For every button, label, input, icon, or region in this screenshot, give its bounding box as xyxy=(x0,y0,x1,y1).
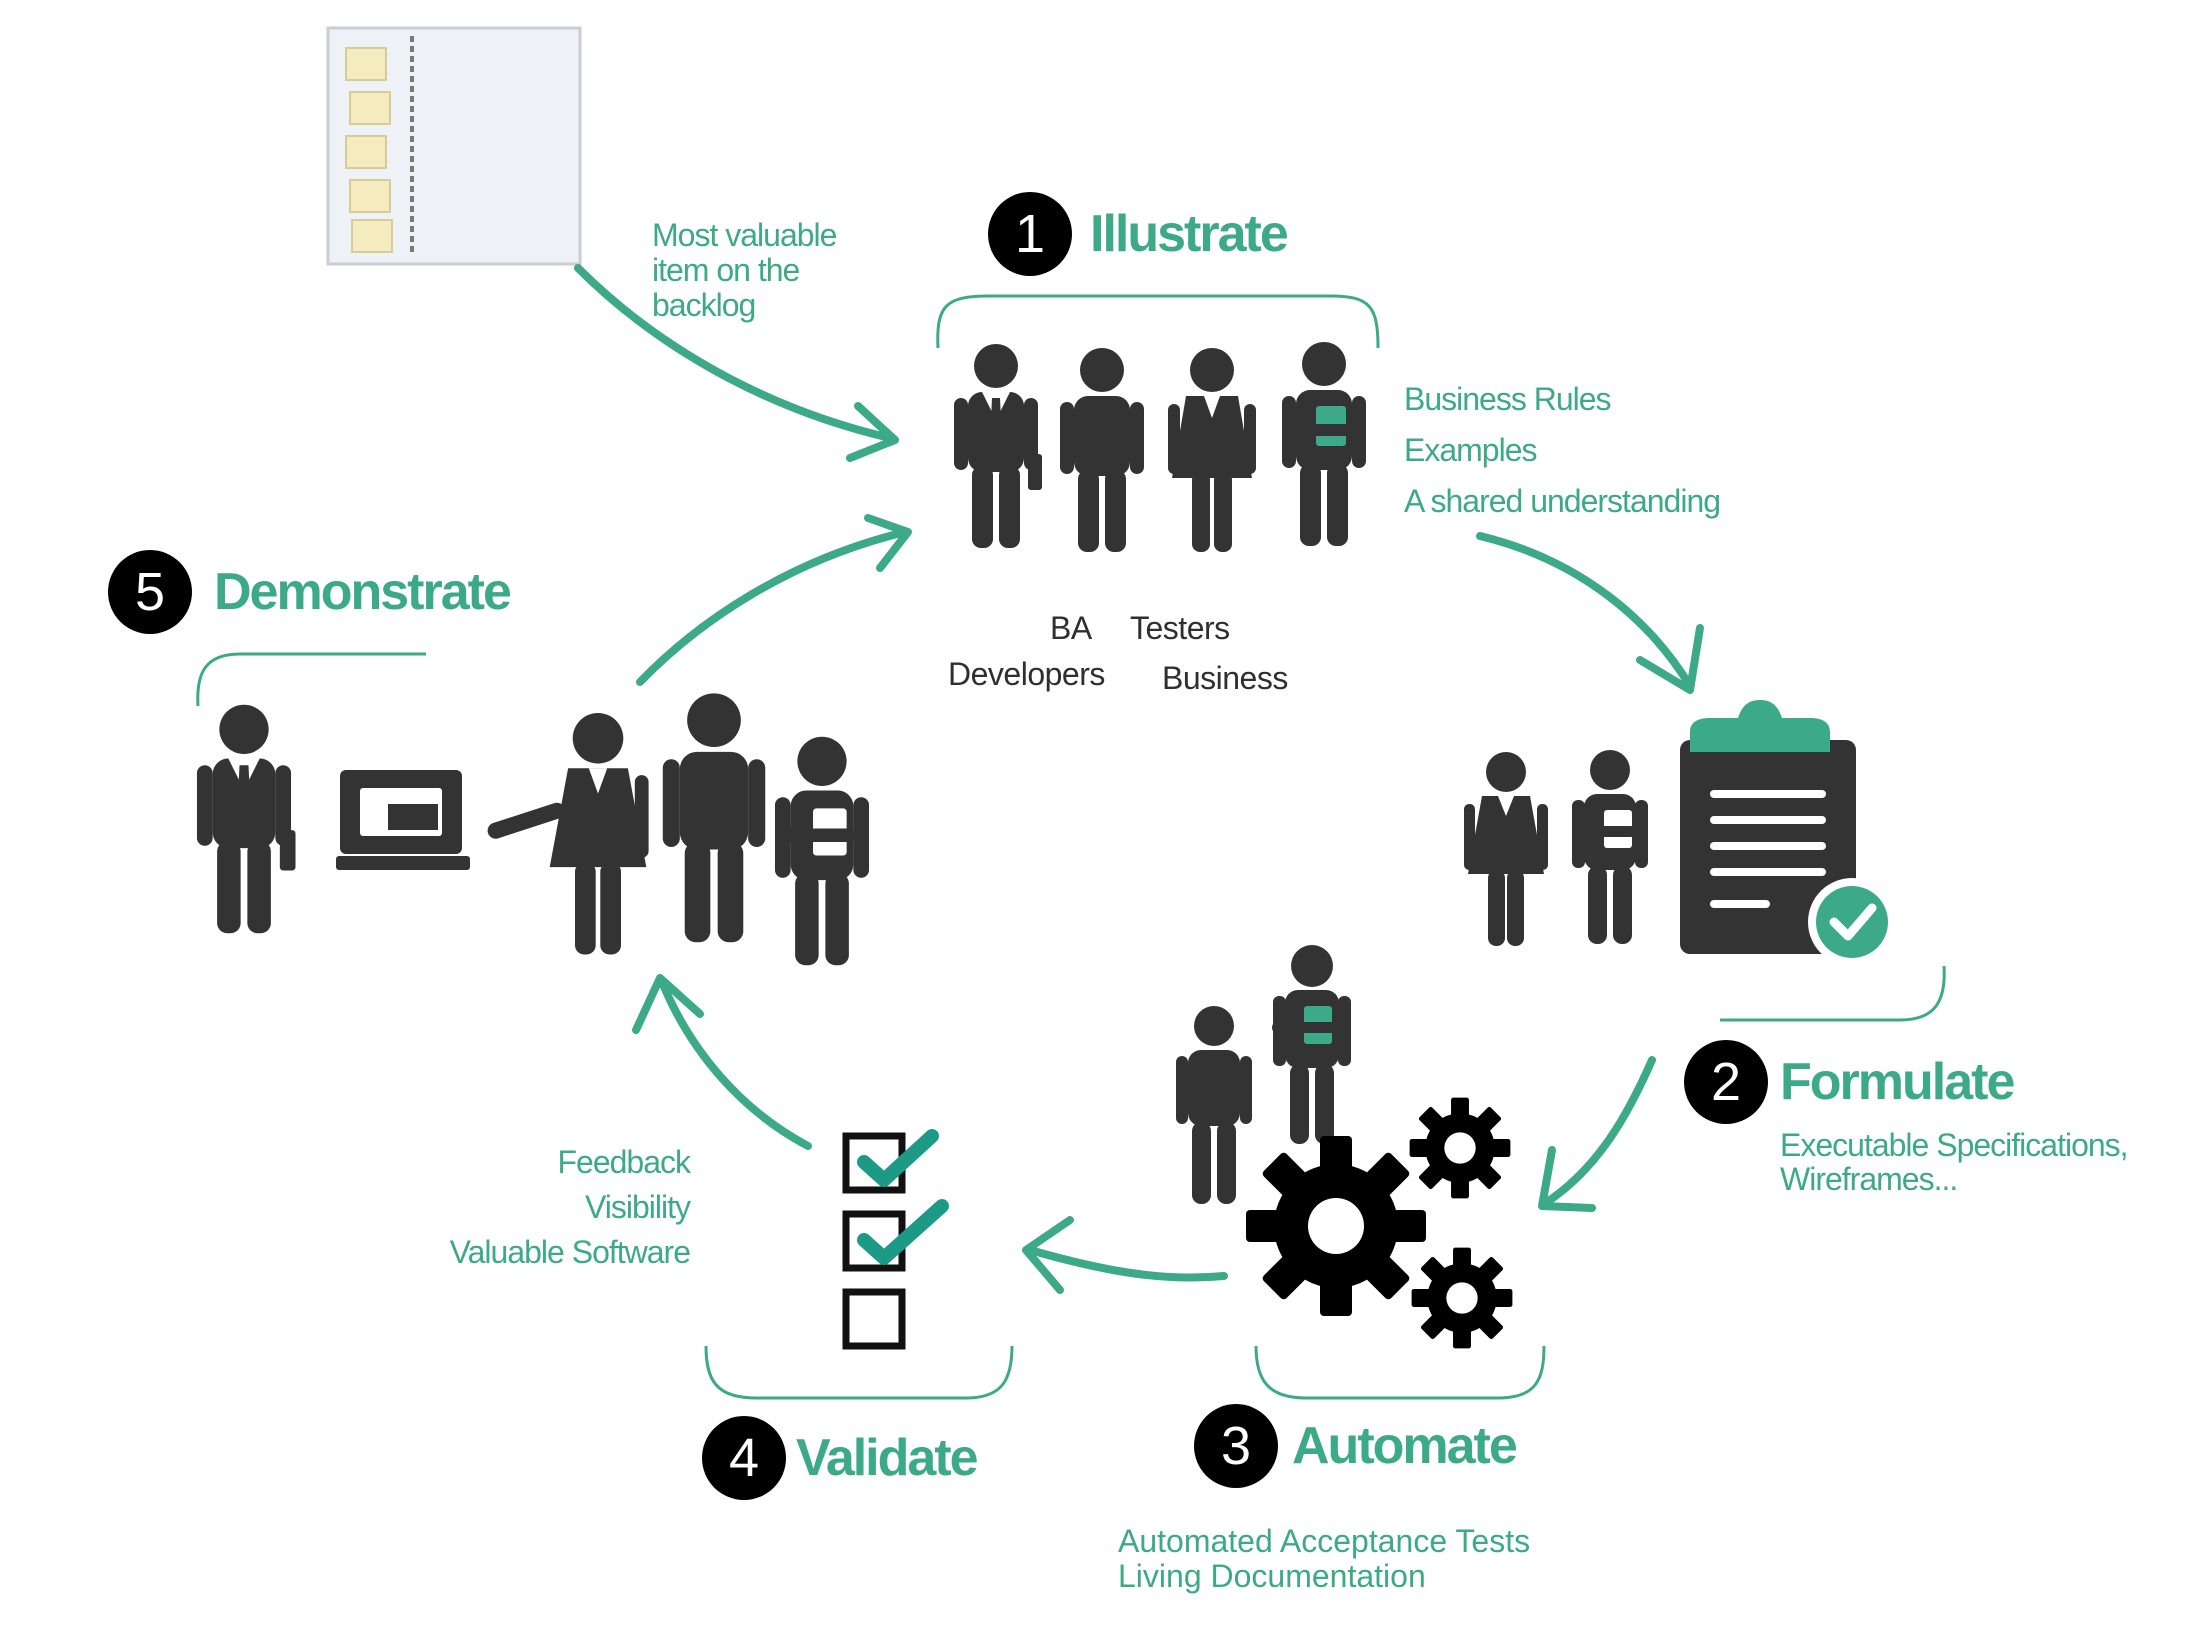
role-label-testers: Testers xyxy=(1130,610,1230,646)
person-icon xyxy=(1168,348,1256,552)
person-icon xyxy=(1272,945,1351,1144)
automate-note: Living Documentation xyxy=(1118,1558,1426,1594)
person-icon xyxy=(1060,348,1144,552)
person-icon xyxy=(774,736,870,966)
person-icon xyxy=(196,704,296,934)
step-4-badge: 4 xyxy=(702,1416,786,1500)
person-icon xyxy=(1176,1006,1252,1204)
bracket-demonstrate xyxy=(196,652,426,707)
validate-note: Visibility xyxy=(585,1189,691,1225)
step-1-title: Illustrate xyxy=(1090,205,1289,263)
clipboard-icon xyxy=(1680,700,1856,954)
arrow-backlog-to-illustrate xyxy=(574,264,899,462)
automate-note: Automated Acceptance Tests xyxy=(1118,1523,1531,1559)
illustrate-note: Examples xyxy=(1404,432,1538,468)
backlog-note-line: item on the xyxy=(652,252,800,288)
person-icon xyxy=(662,693,766,943)
role-label-developers: Developers xyxy=(948,656,1105,692)
laptop-icon xyxy=(336,770,470,870)
step-4-title: Validate xyxy=(796,1429,979,1487)
step-5-title: Demonstrate xyxy=(214,563,512,621)
validate-notes: Feedback Visibility Valuable Software xyxy=(420,1140,691,1275)
gear-icon xyxy=(1246,1136,1426,1316)
role-label-business: Business xyxy=(1162,660,1288,696)
checklist-icon xyxy=(842,1129,949,1350)
gear-icon xyxy=(1411,1247,1513,1349)
bracket-illustrate xyxy=(936,294,1380,349)
formulate-notes: Executable Specifications, Wireframes... xyxy=(1780,1127,2129,1197)
backlog-note-line: backlog xyxy=(652,287,756,323)
illustrate-note: A shared understanding xyxy=(1404,483,1721,519)
backlog-board-icon xyxy=(326,26,582,266)
step-1-badge: 1 xyxy=(988,192,1072,276)
automate-people xyxy=(1176,945,1351,1204)
formulate-note: Executable Specifications, xyxy=(1780,1127,2129,1163)
gear-icon xyxy=(1409,1097,1511,1199)
formulate-people xyxy=(1464,700,1896,966)
formulate-note: Wireframes... xyxy=(1780,1161,1958,1197)
backlog-note: Most valuable item on the backlog xyxy=(652,217,837,323)
arrow-formulate-to-automate xyxy=(1538,1056,1656,1212)
illustrate-people xyxy=(954,342,1366,552)
arrow-illustrate-to-formulate xyxy=(1476,532,1704,694)
step-2-badge: 2 xyxy=(1684,1040,1768,1124)
bracket-automate xyxy=(1254,1345,1546,1400)
group-brackets xyxy=(196,294,1946,1400)
person-icon xyxy=(1282,342,1366,546)
bracket-formulate xyxy=(1720,965,1946,1022)
bracket-validate xyxy=(704,1345,1014,1400)
illustrate-note: Business Rules xyxy=(1404,381,1612,417)
person-icon xyxy=(1464,752,1548,946)
step-3-badge: 3 xyxy=(1194,1404,1278,1488)
person-icon xyxy=(1572,750,1648,944)
validate-note: Valuable Software xyxy=(449,1234,691,1270)
role-label-ba: BA xyxy=(1050,610,1092,646)
automate-notes: Automated Acceptance Tests Living Docume… xyxy=(1118,1524,1530,1594)
step-5-badge: 5 xyxy=(108,550,192,634)
step-3-title: Automate xyxy=(1292,1417,1518,1475)
arrow-automate-to-validate xyxy=(1022,1216,1228,1294)
validate-note: Feedback xyxy=(557,1144,691,1180)
demonstrate-people xyxy=(196,693,870,966)
person-icon xyxy=(487,713,649,955)
backlog-note-line: Most valuable xyxy=(652,217,837,253)
arrow-validate-to-demonstrate xyxy=(632,974,812,1150)
arrow-demonstrate-to-illustrate xyxy=(636,514,912,686)
person-icon xyxy=(954,344,1042,548)
step-2-title: Formulate xyxy=(1780,1053,2015,1111)
check-badge-icon xyxy=(1808,878,1896,966)
illustrate-notes: Business Rules Examples A shared underst… xyxy=(1404,374,1721,527)
gears xyxy=(1246,1097,1513,1349)
